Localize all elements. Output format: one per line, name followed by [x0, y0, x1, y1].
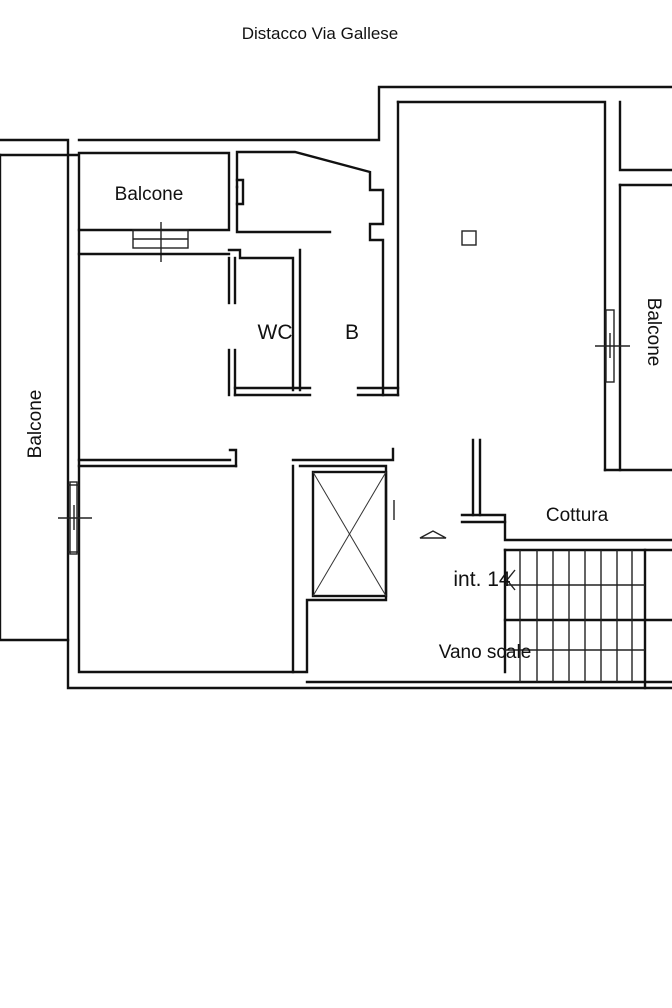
label-balcone-right: Balcone — [643, 298, 664, 367]
entrance-arrow — [419, 530, 447, 539]
elevator-shaft — [291, 447, 395, 674]
left-balcony — [0, 153, 92, 642]
interior-walls — [77, 252, 238, 468]
label-bath: B — [345, 321, 359, 344]
bathrooms — [227, 150, 400, 397]
staircase — [305, 548, 672, 690]
label-cottura: Cottura — [546, 505, 609, 526]
top-balcony-door — [132, 222, 189, 262]
label-balcone-top: Balcone — [115, 184, 184, 205]
outer-walls — [0, 85, 672, 690]
right-balcony-door — [595, 309, 630, 383]
label-balcone-left: Balcone — [25, 390, 46, 459]
label-wc: WC — [258, 321, 293, 344]
label-unit: int. 14 — [453, 568, 511, 591]
plan-title: Distacco Via Gallese — [242, 24, 399, 43]
cottura-area — [460, 438, 672, 542]
label-stairs: Vano scale — [439, 642, 532, 663]
fixture-square — [461, 230, 477, 246]
